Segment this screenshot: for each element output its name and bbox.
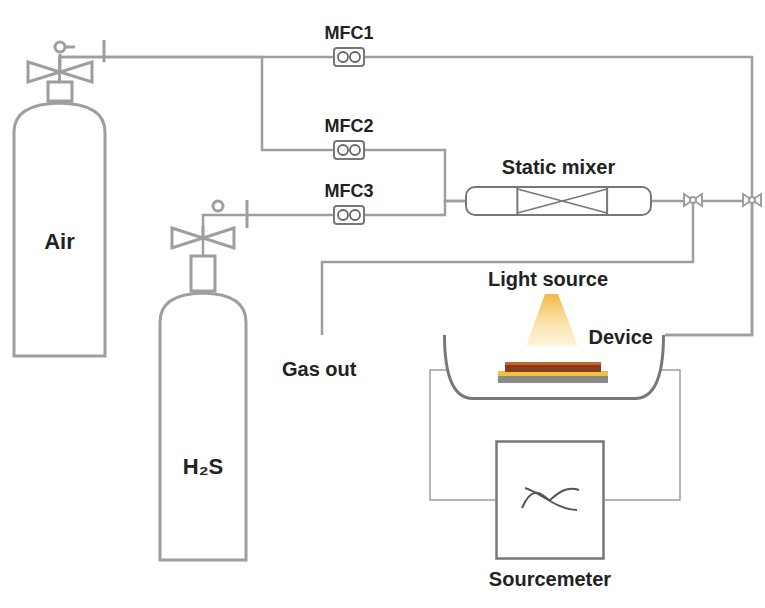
- light-beam: [526, 294, 578, 346]
- gas-pipe: [652, 201, 752, 335]
- node-label: MFC3: [325, 182, 374, 202]
- gas-cylinder: Air: [12, 100, 107, 358]
- sourcemeter-box: Sourcemeter: [495, 440, 605, 560]
- cylinder-outline: [158, 290, 248, 562]
- cylinder-neck: [191, 256, 215, 291]
- three-way-valve: [684, 194, 702, 206]
- node-label: MFC2: [325, 117, 374, 137]
- mfc-outline: [333, 140, 365, 160]
- node-label: Sourcemeter: [489, 568, 611, 590]
- mass-flow-controller: MFC1: [333, 47, 365, 67]
- mass-flow-controller: MFC2: [333, 140, 365, 160]
- cylinder-valve: [28, 40, 104, 82]
- device-substrate: [498, 376, 608, 383]
- test-chamber: Device: [443, 335, 665, 400]
- gas-pipe: [365, 201, 465, 215]
- device-film-top: [505, 362, 601, 365]
- mixer-outline: [465, 186, 652, 216]
- node-label: Air: [44, 230, 75, 254]
- gas-pipe: [365, 150, 465, 201]
- node-label: Static mixer: [502, 156, 615, 178]
- cylinder-valve: [172, 200, 247, 248]
- gas-pipe: [365, 57, 752, 335]
- static-mixer: Static mixer: [465, 186, 652, 216]
- gas-out-label: Gas out: [282, 358, 356, 380]
- gas-cylinder: H₂S: [158, 290, 248, 562]
- node-label: MFC1: [325, 24, 374, 44]
- gas-out-line: [322, 200, 693, 335]
- gas-pipe: [60, 57, 334, 100]
- gas-pipe: [203, 215, 333, 290]
- cylinder-neck: [48, 82, 72, 101]
- device-film: [505, 362, 601, 372]
- meter-outline: [495, 440, 605, 560]
- mfc-outline: [333, 205, 365, 225]
- node-label: H₂S: [183, 455, 223, 479]
- light-source-label: Light source: [488, 268, 608, 290]
- mass-flow-controller: MFC3: [333, 205, 365, 225]
- node-label: Device: [589, 326, 654, 348]
- mfc-outline: [333, 47, 365, 67]
- cylinder-outline: [12, 100, 107, 358]
- three-way-valve: [743, 194, 761, 206]
